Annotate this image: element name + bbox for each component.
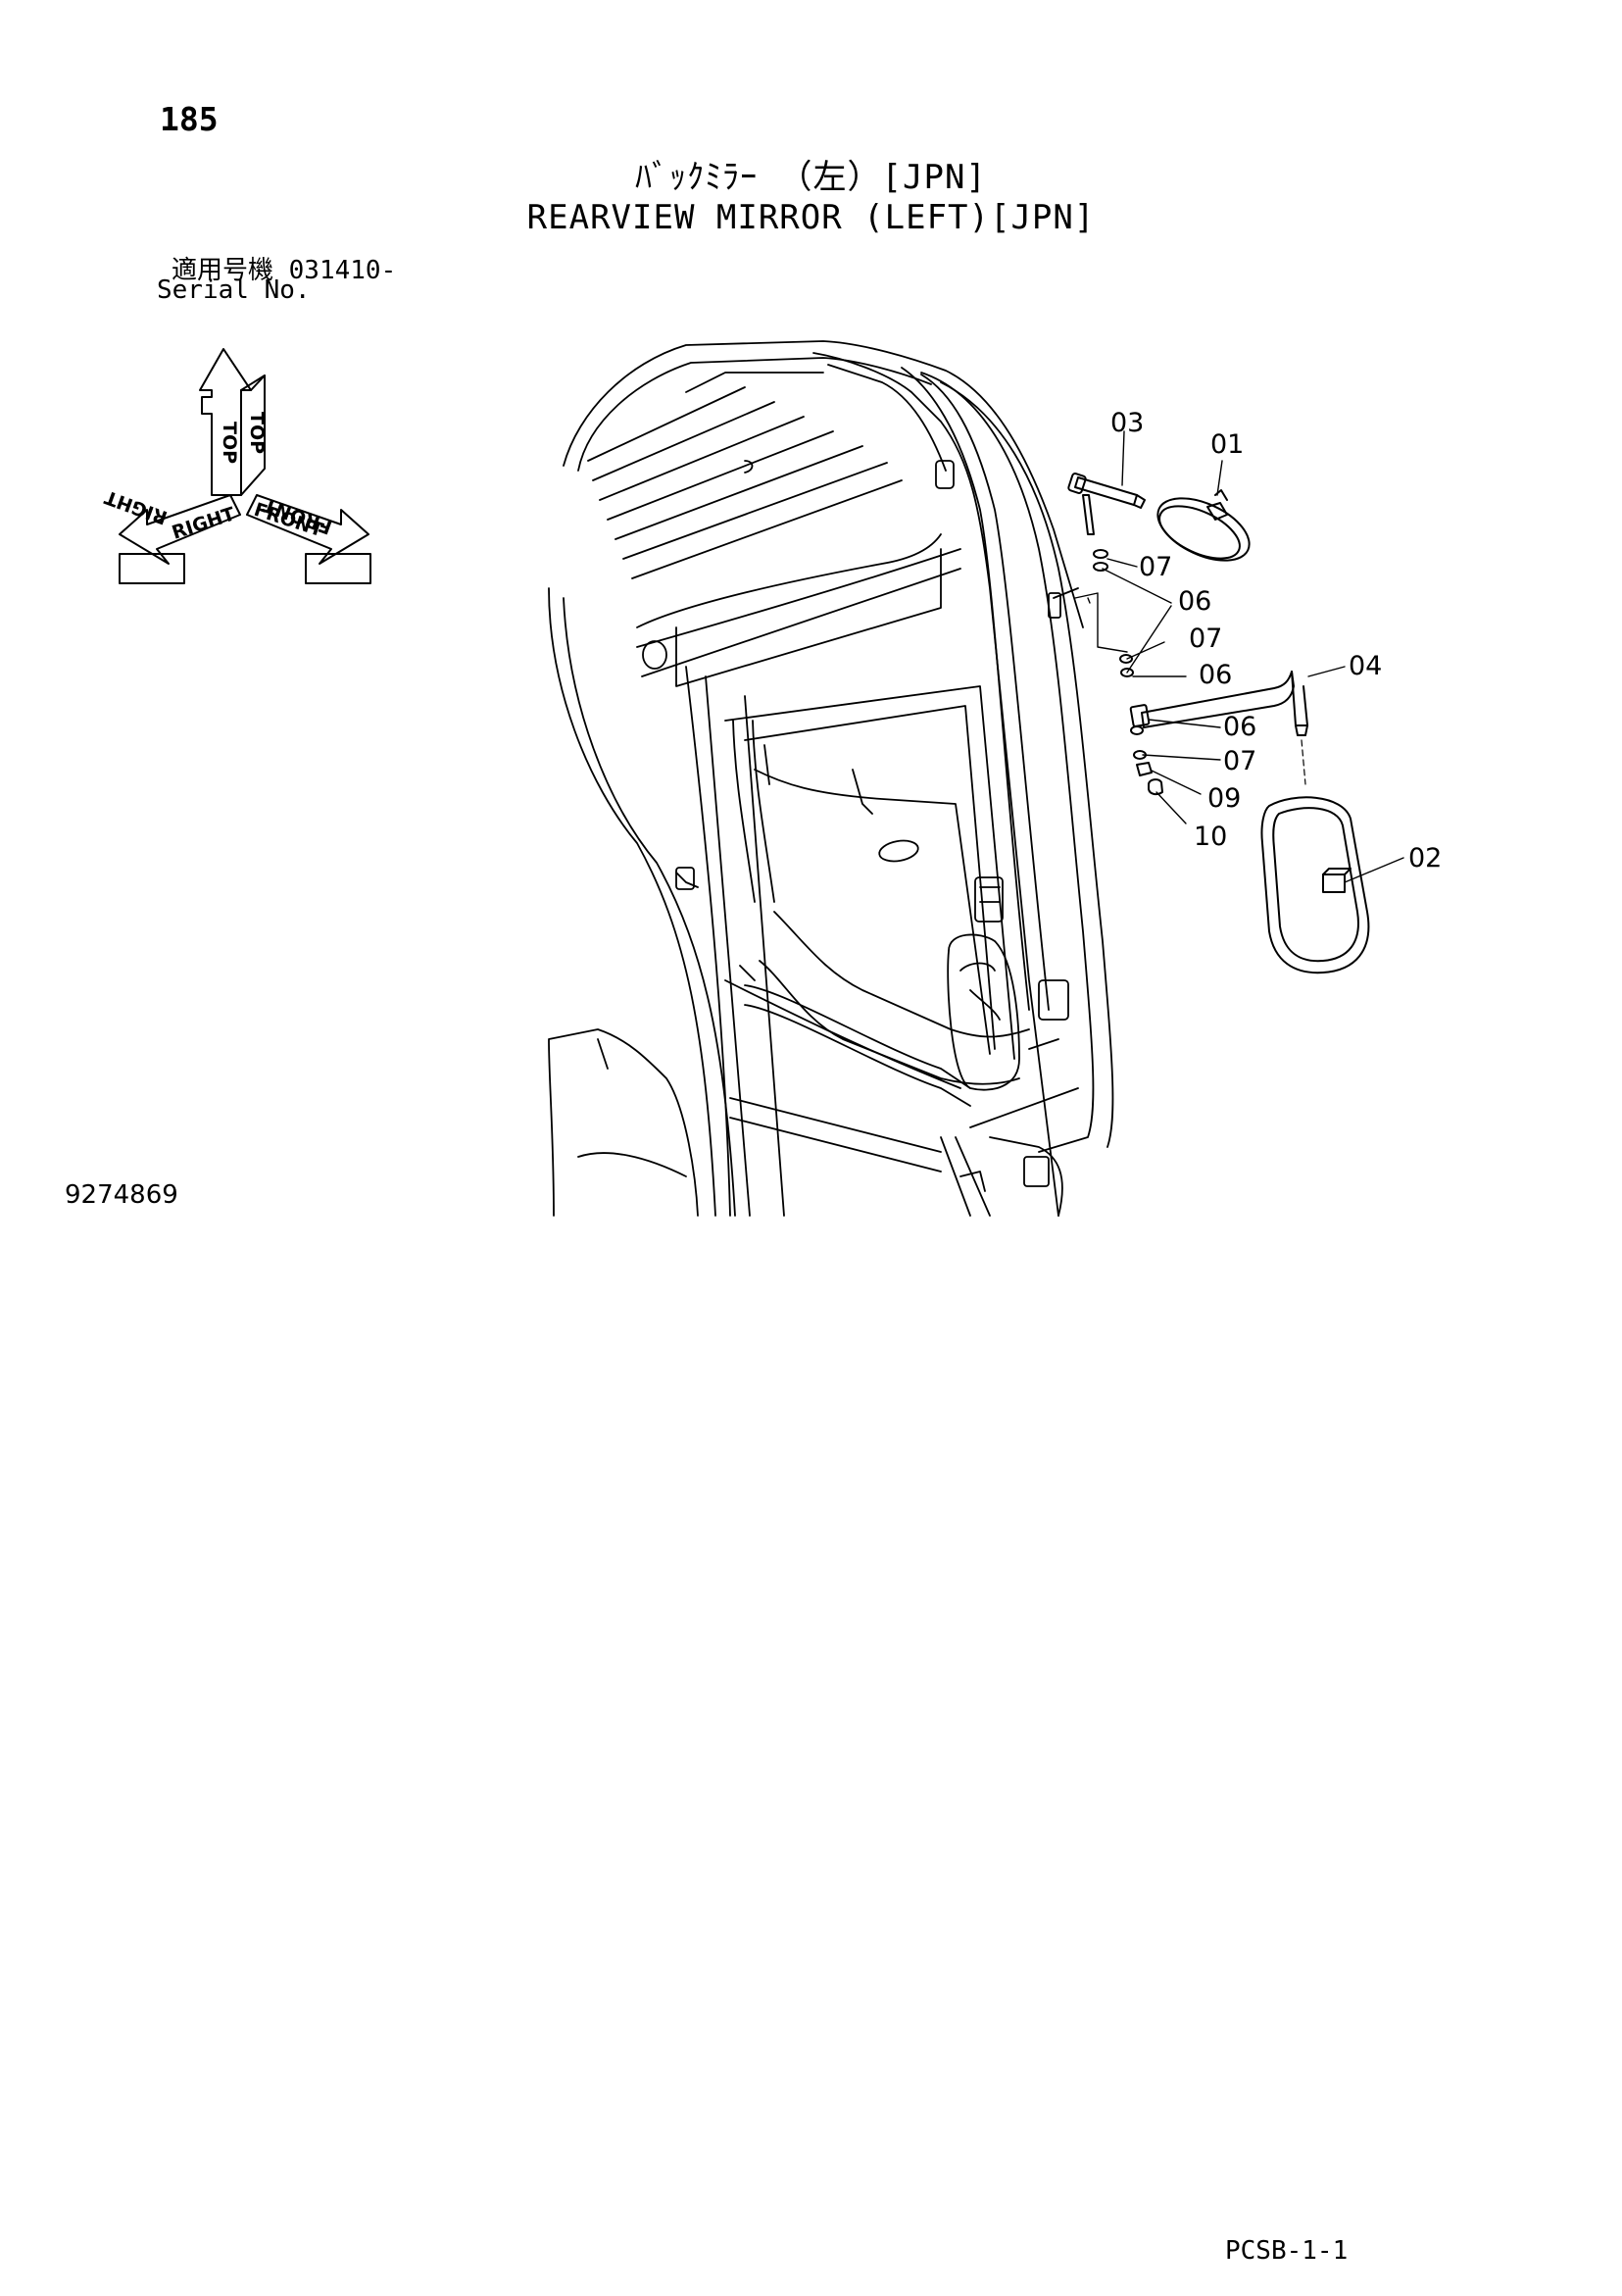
serial-label-japanese: 適用号機 031410-	[172, 256, 397, 285]
part-04-rod	[1129, 671, 1308, 736]
callout-09: 09	[1207, 783, 1241, 814]
callout-07-top: 07	[1139, 552, 1172, 582]
orient-label-top-right: TOP	[246, 412, 268, 454]
orient-label-top-left: TOP	[219, 422, 240, 464]
page-number: 185	[160, 100, 219, 138]
callout-07-low: 07	[1223, 746, 1256, 776]
orient-label-right-upper: RIGHT	[102, 486, 171, 528]
callout-01: 01	[1210, 429, 1244, 460]
part-07-washer-1	[1093, 549, 1108, 559]
serial-label-english: Serial No.	[157, 275, 311, 305]
title-japanese: ﾊﾞｯｸﾐﾗｰ （左）[JPN]	[635, 158, 987, 197]
callout-06-top: 06	[1178, 586, 1211, 617]
orientation-indicator: TOP TOP RIGHT RIGHT FRONT FRONT	[102, 348, 371, 584]
top-arrow-3d	[240, 374, 266, 496]
part-06-washer-3	[1130, 725, 1144, 735]
part-06-washer-2	[1120, 668, 1134, 677]
callout-06-low: 06	[1223, 712, 1256, 742]
part-06-washer-1	[1093, 562, 1108, 572]
part-07-washer-2	[1119, 654, 1133, 664]
callout-07-mid: 07	[1189, 624, 1222, 654]
part-01-small-mirror	[1156, 489, 1251, 562]
part-02-large-mirror	[1260, 796, 1370, 974]
right-arrow	[119, 494, 241, 565]
callout-03: 03	[1110, 408, 1144, 438]
drawing-number: 9274869	[65, 1180, 178, 1210]
title-english: REARVIEW MIRROR (LEFT)[JPN]	[526, 198, 1096, 237]
cab-illustration	[548, 340, 1114, 1217]
callout-04: 04	[1349, 651, 1382, 681]
parts	[1067, 473, 1370, 974]
part-09-nut	[1136, 762, 1153, 776]
callout-02: 02	[1408, 843, 1442, 873]
part-03-shaft	[1067, 473, 1146, 535]
right-arrow-base	[119, 553, 185, 584]
orient-label-right-lower: RIGHT	[170, 503, 238, 543]
callout-06-mid: 06	[1199, 660, 1232, 690]
callout-labels: 03 01 07 06 07 06 04 06 07 09 10 02	[1110, 408, 1442, 873]
front-arrow-base	[305, 553, 371, 584]
callout-10: 10	[1194, 822, 1227, 852]
page-code: PCSB-1-1	[1225, 2236, 1349, 2266]
front-arrow	[246, 494, 369, 565]
callout-leaders	[1102, 430, 1404, 883]
part-10-cap	[1148, 778, 1163, 796]
